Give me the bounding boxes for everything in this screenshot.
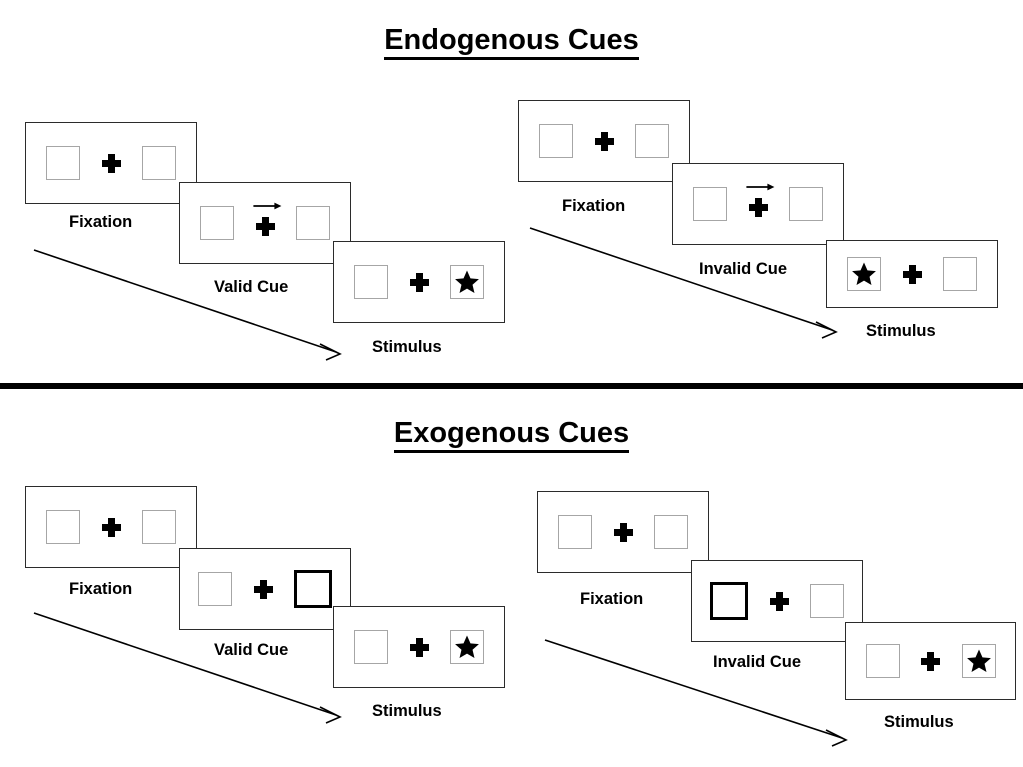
stage-label-exogenous-invalid-stimulus: Stimulus — [884, 713, 954, 731]
panel-exogenous-invalid-cue — [691, 560, 863, 642]
slot-left — [198, 572, 232, 606]
stage-label-endogenous-invalid-stimulus: Stimulus — [866, 322, 936, 340]
stage-label-exogenous-valid-fixation: Fixation — [69, 580, 133, 598]
panel-content — [334, 242, 504, 322]
fixation-cross-icon — [255, 217, 275, 236]
slot-right-cued — [294, 570, 332, 608]
fixation-cross-wrap — [745, 183, 775, 224]
slot-right — [961, 644, 996, 678]
panel-content — [673, 164, 843, 244]
fixation-cross-wrap — [918, 641, 944, 681]
fixation-cross-icon — [748, 198, 768, 217]
stage-label-endogenous-valid-stimulus: Stimulus — [372, 338, 442, 356]
slot-right — [810, 584, 844, 618]
cue-arrow-right-icon — [746, 183, 775, 191]
slot-right — [142, 146, 176, 180]
fixation-cross-wrap — [899, 254, 925, 294]
fixation-cross-icon — [613, 522, 633, 542]
slot-right — [943, 257, 977, 291]
star-icon — [966, 649, 991, 673]
section-divider — [0, 383, 1023, 389]
panel-content — [26, 487, 196, 567]
section-title-exogenous: Exogenous Cues — [0, 419, 1023, 453]
slot-right — [450, 265, 484, 299]
fixation-cross-wrap — [406, 262, 432, 302]
stage-label-endogenous-invalid-cue: Invalid Cue — [699, 260, 788, 278]
stage-label-exogenous-invalid-fixation: Fixation — [580, 590, 644, 608]
panel-endogenous-valid-fixation — [25, 122, 197, 204]
panel-content — [538, 492, 708, 572]
panel-endogenous-invalid-cue — [672, 163, 844, 245]
section-title-exogenous-text: Exogenous Cues — [393, 419, 630, 453]
star-icon — [852, 262, 876, 286]
panel-content — [519, 101, 689, 181]
slot-left-cued — [710, 582, 748, 620]
fixation-cross-icon — [594, 131, 614, 151]
panel-content — [180, 549, 350, 629]
panel-exogenous-valid-fixation — [25, 486, 197, 568]
fixation-cross-icon — [101, 153, 121, 173]
fixation-cross-wrap — [252, 202, 282, 243]
flow-arrow-exogenous-invalid — [544, 639, 848, 747]
panel-endogenous-valid-stimulus — [333, 241, 505, 323]
slot-left — [847, 257, 881, 291]
slot-right — [789, 187, 823, 221]
fixation-cross-icon — [409, 272, 429, 292]
slot-left — [354, 265, 388, 299]
fixation-cross-icon — [101, 517, 121, 537]
slot-left — [200, 206, 234, 240]
slot-right — [635, 124, 669, 158]
stage-label-exogenous-valid-stimulus: Stimulus — [372, 702, 442, 720]
slot-left — [539, 124, 573, 158]
slot-left — [865, 644, 900, 678]
panel-endogenous-invalid-fixation — [518, 100, 690, 182]
panel-endogenous-invalid-stimulus — [826, 240, 998, 308]
cue-arrow-right-icon — [253, 202, 282, 210]
slot-left — [558, 515, 592, 549]
panel-content — [180, 183, 350, 263]
panel-exogenous-invalid-stimulus — [845, 622, 1016, 700]
slot-left — [354, 630, 388, 664]
fixation-cross-icon — [902, 264, 922, 284]
panel-content — [26, 123, 196, 203]
section-title-endogenous-text: Endogenous Cues — [384, 26, 639, 60]
panel-exogenous-valid-cue — [179, 548, 351, 630]
stage-label-endogenous-valid-cue: Valid Cue — [214, 278, 289, 296]
section-title-endogenous: Endogenous Cues — [0, 26, 1023, 60]
fixation-cross-wrap — [766, 581, 792, 621]
stage-label-exogenous-valid-cue: Valid Cue — [214, 641, 289, 659]
star-icon — [455, 635, 479, 659]
panel-content — [827, 241, 997, 307]
stage-label-endogenous-valid-fixation: Fixation — [69, 213, 133, 231]
fixation-cross-icon — [769, 591, 789, 611]
slot-left — [693, 187, 727, 221]
panel-content — [846, 623, 1015, 699]
fixation-cross-wrap — [610, 512, 636, 552]
fixation-cross-wrap — [591, 121, 617, 161]
stage-label-exogenous-invalid-cue: Invalid Cue — [713, 653, 802, 671]
fixation-cross-wrap — [98, 507, 124, 547]
fixation-cross-icon — [253, 579, 273, 599]
panel-content — [334, 607, 504, 687]
panel-exogenous-invalid-fixation — [537, 491, 709, 573]
slot-right — [450, 630, 484, 664]
panel-content — [692, 561, 862, 641]
slot-right — [142, 510, 176, 544]
fixation-cross-icon — [409, 637, 429, 657]
star-icon — [455, 270, 479, 294]
fixation-cross-icon — [921, 651, 940, 671]
slot-left — [46, 146, 80, 180]
panel-exogenous-valid-stimulus — [333, 606, 505, 688]
fixation-cross-wrap — [98, 143, 124, 183]
slot-right — [654, 515, 688, 549]
slot-left — [46, 510, 80, 544]
slot-right — [296, 206, 330, 240]
fixation-cross-wrap — [250, 569, 276, 609]
fixation-cross-wrap — [406, 627, 432, 667]
stage-label-endogenous-invalid-fixation: Fixation — [562, 197, 626, 215]
panel-endogenous-valid-cue — [179, 182, 351, 264]
